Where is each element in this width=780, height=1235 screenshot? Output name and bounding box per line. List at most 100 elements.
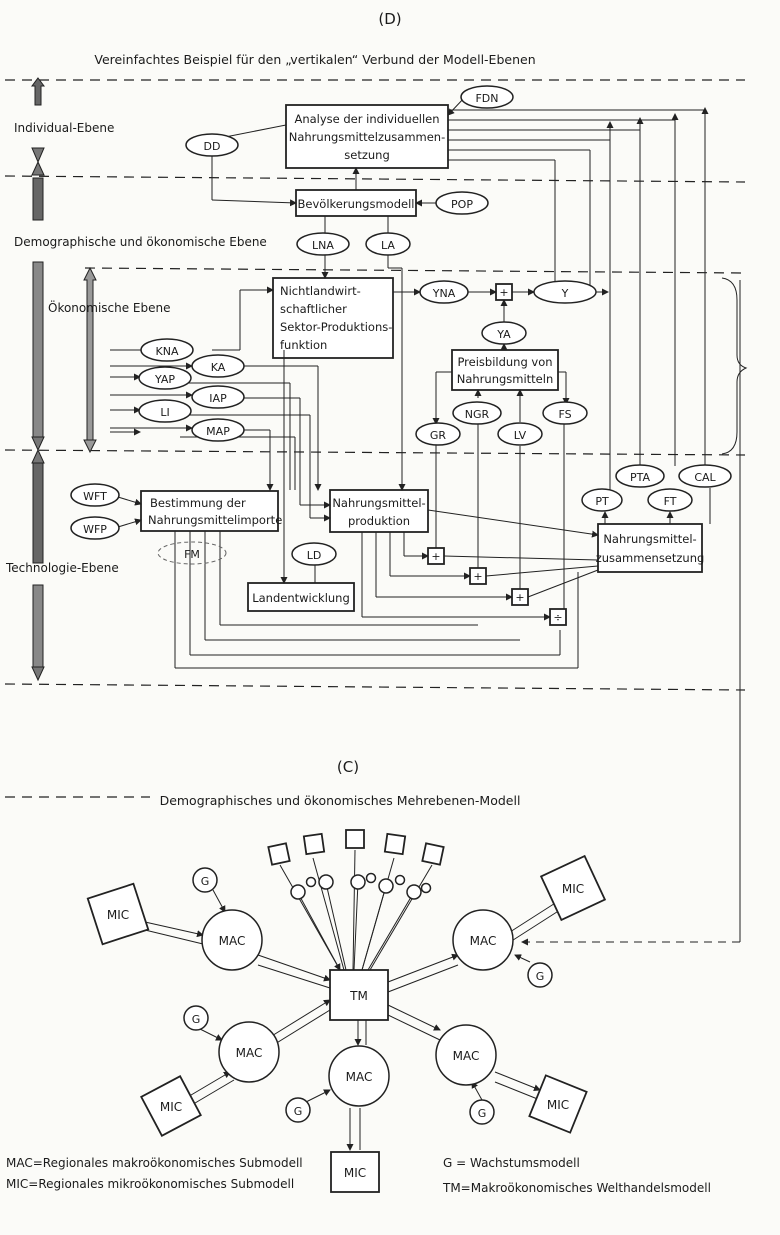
var-li-label: LI bbox=[160, 406, 169, 419]
tm-label: TM bbox=[349, 989, 368, 1003]
box-composition-line2: zusammensetzung bbox=[596, 551, 705, 565]
operator-plus-2: + bbox=[469, 567, 487, 585]
mic-node-3-label: MIC bbox=[160, 1100, 182, 1114]
box-analysis-line2: Nahrungsmittelzusammen- bbox=[289, 130, 446, 144]
operator-plus-3: + bbox=[511, 588, 529, 606]
mic-node-5: MIC bbox=[528, 1074, 588, 1134]
var-pop: POP bbox=[435, 191, 489, 215]
section-d-title: Vereinfachtes Beispiel für den „vertikal… bbox=[94, 52, 535, 67]
operator-plus-2-symbol: + bbox=[473, 570, 482, 583]
var-dd: DD bbox=[185, 133, 239, 157]
mac-node-2: MAC bbox=[452, 909, 514, 971]
mic-node-1: MIC bbox=[86, 882, 150, 946]
economic-level-brace bbox=[721, 277, 748, 455]
var-ld: LD bbox=[291, 542, 337, 566]
legend-tm: TM=Makroökonomisches Welthandelsmodell bbox=[442, 1181, 711, 1195]
mic-node-4-label: MIC bbox=[344, 1166, 366, 1180]
var-wfp-label: WFP bbox=[83, 523, 107, 536]
var-la-label: LA bbox=[381, 239, 395, 252]
operator-plus-1-symbol: + bbox=[431, 550, 440, 563]
g-node-4-label: G bbox=[294, 1105, 303, 1118]
g-node-5: G bbox=[469, 1099, 495, 1125]
section-c-label: (C) bbox=[337, 758, 359, 776]
box-population: Bevölkerungsmodell bbox=[295, 189, 417, 217]
mic-node-1-label: MIC bbox=[107, 908, 129, 922]
level-label-demographic: Demographische und ökonomische Ebene bbox=[14, 235, 267, 249]
box-population-label: Bevölkerungsmodell bbox=[298, 197, 415, 211]
var-fm: FM bbox=[157, 541, 227, 565]
var-pta-label: PTA bbox=[630, 471, 650, 484]
mic-node-3: MIC bbox=[140, 1075, 202, 1137]
var-iap-label: IAP bbox=[209, 392, 227, 405]
var-gr-label: GR bbox=[430, 429, 447, 442]
mac-node-4: MAC bbox=[328, 1045, 390, 1107]
level-label-economic: Ökonomische Ebene bbox=[48, 299, 171, 315]
section-d-label: (D) bbox=[378, 10, 401, 28]
var-ya-label: YA bbox=[496, 328, 511, 341]
var-fs: FS bbox=[542, 401, 588, 425]
var-yna-label: YNA bbox=[432, 287, 456, 300]
legend-g: G = Wachstumsmodell bbox=[443, 1156, 580, 1170]
var-la: LA bbox=[365, 232, 411, 256]
var-lv: LV bbox=[497, 422, 543, 446]
var-ngr: NGR bbox=[452, 401, 502, 425]
mac-node-1: MAC bbox=[201, 909, 263, 971]
level-divider-economic bbox=[4, 449, 746, 456]
mac-node-2-label: MAC bbox=[470, 934, 497, 948]
mac-node-5-label: MAC bbox=[453, 1049, 480, 1063]
var-kna: KNA bbox=[140, 338, 194, 362]
var-yap: YAP bbox=[138, 366, 192, 390]
var-kna-label: KNA bbox=[156, 345, 179, 358]
var-gr: GR bbox=[415, 422, 461, 446]
level-label-technology: Technologie-Ebene bbox=[5, 561, 119, 575]
legend-mac: MAC=Regionales makroökonomisches Submode… bbox=[6, 1156, 303, 1170]
operator-divide: ÷ bbox=[549, 608, 567, 626]
operator-plus-ya: + bbox=[495, 283, 513, 301]
box-nonagri-line2: schaftlicher bbox=[280, 302, 347, 316]
var-fs-label: FS bbox=[558, 408, 571, 421]
g-node-3-label: G bbox=[192, 1013, 201, 1026]
connectors-d bbox=[110, 96, 741, 946]
var-pop-label: POP bbox=[451, 198, 473, 211]
box-food-production: Nahrungsmittel- produktion bbox=[329, 489, 429, 533]
level-label-individual: Individual-Ebene bbox=[14, 121, 114, 135]
var-fdn-label: FDN bbox=[475, 92, 498, 105]
box-imports-line2: Nahrungsmittelimporte bbox=[148, 513, 282, 527]
var-wfp: WFP bbox=[70, 516, 120, 540]
box-composition: Nahrungsmittel- zusammensetzung bbox=[596, 523, 705, 573]
var-cal: CAL bbox=[678, 464, 732, 488]
var-ka-label: KA bbox=[211, 361, 226, 374]
var-y: Y bbox=[533, 280, 597, 304]
peripheral-circles bbox=[290, 872, 432, 900]
operator-plus-1: + bbox=[427, 547, 445, 565]
box-land-development: Landentwicklung bbox=[247, 582, 355, 612]
var-pt-label: PT bbox=[595, 495, 609, 508]
connectors-c bbox=[144, 849, 561, 1151]
box-analysis-line1: Analyse der individuellen bbox=[294, 112, 439, 126]
mac-node-1-label: MAC bbox=[219, 934, 246, 948]
operator-divide-symbol: ÷ bbox=[553, 611, 562, 624]
level-divider-demographic bbox=[84, 267, 746, 274]
var-fm-label: FM bbox=[184, 548, 200, 561]
box-land-development-label: Landentwicklung bbox=[252, 591, 350, 605]
var-ka: KA bbox=[191, 354, 245, 378]
g-node-1-label: G bbox=[201, 875, 210, 888]
var-ft-label: FT bbox=[664, 495, 677, 508]
box-nonagri: Nichtlandwirt- schaftlicher Sektor-Produ… bbox=[272, 277, 394, 359]
box-food-production-line2: produktion bbox=[348, 514, 410, 528]
mac-node-3-label: MAC bbox=[236, 1046, 263, 1060]
var-lv-label: LV bbox=[514, 429, 527, 442]
var-map-label: MAP bbox=[206, 425, 230, 438]
box-nonagri-line3: Sektor-Produktions- bbox=[280, 320, 392, 334]
var-fdn: FDN bbox=[460, 85, 514, 109]
box-food-production-line1: Nahrungsmittel- bbox=[332, 496, 425, 510]
var-pta: PTA bbox=[615, 464, 665, 488]
box-nonagri-line4: funktion bbox=[280, 338, 327, 352]
legend-mic: MIC=Regionales mikroökonomisches Submode… bbox=[6, 1177, 294, 1191]
mac-node-3: MAC bbox=[218, 1021, 280, 1083]
var-pt: PT bbox=[581, 488, 623, 512]
mac-node-4-label: MAC bbox=[346, 1070, 373, 1084]
level-bars bbox=[31, 77, 97, 682]
